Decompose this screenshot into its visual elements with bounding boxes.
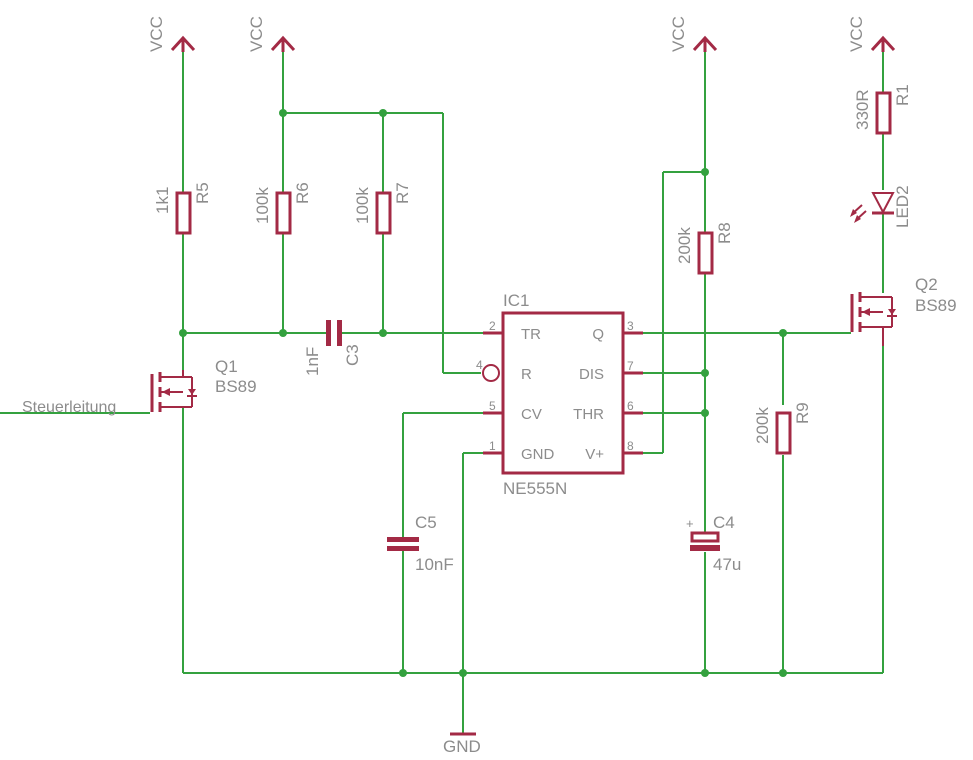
c5-value: 10nF	[415, 555, 454, 574]
pin-num-tr: 2	[489, 319, 496, 333]
resistor-r1: 330R R1	[853, 84, 912, 135]
resistor-r5: 1k1 R5	[153, 182, 212, 235]
pin-label-thr: THR	[573, 406, 604, 423]
q2-value: BS89	[915, 296, 957, 315]
pin-label-gnd: GND	[521, 446, 555, 463]
vcc-label: VCC	[669, 16, 688, 52]
pin-num-vplus: 8	[627, 439, 634, 453]
pin-label-dis: DIS	[579, 366, 604, 383]
vcc-symbol-4: VCC	[847, 16, 896, 52]
steuerleitung-label: Steuerleitung	[22, 399, 116, 416]
capacitor-c3: 1nF C3	[303, 320, 362, 376]
pin-num-gnd: 1	[489, 439, 496, 453]
r1-name: R1	[893, 84, 912, 106]
pin-num-cv: 5	[489, 399, 496, 413]
mosfet-q1: Q1 BS89	[150, 357, 257, 412]
ic1-value: NE555N	[503, 479, 567, 498]
pin-num-r: 4	[476, 358, 483, 372]
led2-name: LED2	[893, 185, 912, 228]
led-led2: LED2	[850, 185, 912, 228]
resistor-r7: 100k R7	[353, 182, 412, 235]
resistor-r8: 200k R8	[675, 222, 734, 275]
ic1-name: IC1	[503, 291, 529, 310]
pin-num-thr: 6	[627, 399, 634, 413]
r9-name: R9	[793, 402, 812, 424]
q1-value: BS89	[215, 377, 257, 396]
r9-value: 200k	[753, 407, 772, 444]
c4-name: C4	[713, 513, 735, 532]
r1-value: 330R	[853, 89, 872, 130]
vcc-symbol-2: VCC	[247, 16, 296, 52]
vcc-symbol-3: VCC	[669, 16, 718, 52]
pin-label-r: R	[521, 366, 532, 383]
r5-name: R5	[193, 182, 212, 204]
mosfet-q2: Q2 BS89	[850, 275, 957, 346]
gnd-symbol: GND	[443, 732, 481, 756]
c4-polarity: +	[686, 516, 694, 531]
r8-name: R8	[715, 222, 734, 244]
pin-label-vplus: V+	[585, 446, 604, 463]
r6-value: 100k	[253, 187, 272, 224]
resistor-r6: 100k R6	[253, 182, 312, 235]
capacitor-c5: C5 10nF	[387, 513, 454, 574]
r7-value: 100k	[353, 187, 372, 224]
pin-label-cv: CV	[521, 406, 542, 423]
c3-value: 1nF	[303, 347, 322, 376]
vcc-label: VCC	[147, 16, 166, 52]
vcc-symbol-1: VCC	[147, 16, 196, 52]
q1-name: Q1	[215, 357, 238, 376]
c5-name: C5	[415, 513, 437, 532]
capacitor-c4: + C4 47u	[686, 513, 741, 574]
gnd-label: GND	[443, 737, 481, 756]
resistor-r9: 200k R9	[753, 402, 812, 455]
c3-name: C3	[343, 344, 362, 366]
r7-name: R7	[393, 182, 412, 204]
pin-label-tr: TR	[521, 326, 541, 343]
pin-num-q: 3	[627, 319, 634, 333]
c4-value: 47u	[713, 555, 741, 574]
r8-value: 200k	[675, 227, 694, 264]
vcc-label: VCC	[847, 16, 866, 52]
wires	[0, 50, 884, 733]
pin-label-q: Q	[592, 326, 604, 343]
vcc-label: VCC	[247, 16, 266, 52]
pin-num-dis: 7	[627, 359, 634, 373]
r6-name: R6	[293, 182, 312, 204]
q2-name: Q2	[915, 275, 938, 294]
r5-value: 1k1	[153, 187, 172, 214]
junctions	[179, 109, 787, 677]
ic-ic1: IC1 NE555N TR R CV GND Q DIS THR V+ 2 4 …	[476, 291, 643, 498]
